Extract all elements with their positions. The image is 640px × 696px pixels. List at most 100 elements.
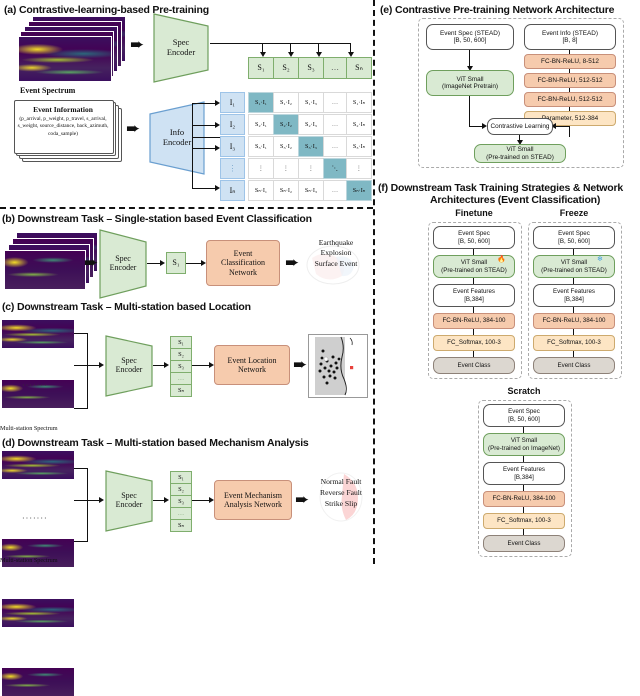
matrix-cell-label: S₁·I₁: [255, 98, 267, 106]
line-d-3: [192, 500, 210, 502]
arrowhead-d-3: [209, 496, 214, 503]
arrow-spectrum-to-spec-encoder: ➨: [130, 35, 145, 55]
event-info-stead-l1: Event Info (STEAD): [541, 29, 599, 37]
vit-imagenet-l2: (ImageNet Pretrain): [441, 83, 499, 90]
matrix-cell: …: [323, 136, 347, 157]
info-encoder-a: Info Encoder: [148, 100, 206, 176]
scratch-line-5: [523, 529, 525, 535]
scratch-event-class: Event Class: [483, 535, 565, 552]
info-encoder-a-l2: Encoder: [162, 137, 192, 147]
scratch-vit-small: ViT Small (Pre-trained on ImageNet): [483, 433, 565, 456]
panel-c-spec-3: [2, 451, 74, 479]
arrowhead-c-3: [209, 361, 214, 368]
arrow-d-to-output: ➨: [295, 490, 310, 510]
finetune-line-1: [473, 249, 475, 255]
s-token-d-label: S₁: [178, 473, 184, 481]
matrix-cell: …: [323, 180, 347, 201]
matrix-cell-label: S₃·I₃: [305, 142, 317, 150]
arrow-b-spec-to-encoder: ➨: [84, 253, 99, 273]
info-encoder-a-l1: Info: [169, 127, 185, 138]
s-token-label: S₁: [257, 63, 265, 73]
scratch-class-label: Event Class: [507, 539, 541, 547]
d-bracket-mid: [74, 500, 88, 502]
matrix-cell: ⋮: [273, 158, 299, 179]
line-info-bus-stub: [192, 136, 206, 138]
parameter-block-label: Parameter, 512-384: [541, 114, 599, 122]
spec-encoder-a-l2: Encoder: [166, 47, 196, 57]
panel-b-output-group: Earthquake Explosion Surface Event: [298, 236, 374, 288]
finetune-line-5: [473, 351, 475, 357]
finetune-feat-l1: Event Features: [453, 288, 495, 296]
s-token-d: …: [170, 507, 192, 520]
panel-a-title: (a) Contrastive-learning-based Pre-train…: [4, 4, 209, 16]
d-bracket-vert: [87, 468, 89, 542]
output-surface-event: Surface Event: [314, 258, 358, 268]
branch-i2: [192, 125, 216, 127]
matrix-cell-label: S₃·I₁: [255, 142, 267, 150]
scratch-feat-l2: [B,384]: [514, 473, 534, 481]
line-d-2: [153, 500, 165, 502]
matrix-cell: Sₙ·I₂: [273, 180, 299, 201]
scratch-line-2: [523, 456, 525, 462]
i-token-column: I₁ I₂ I₃ ⋮ Iₙ: [220, 92, 245, 201]
scratch-event-spec-l1: Event Spec: [508, 408, 540, 416]
s-token-d: Sₙ: [170, 519, 192, 532]
freeze-container: [528, 222, 622, 379]
matrix-cell-label: ⋮: [282, 164, 290, 172]
fc-bn-relu-2: FC-BN-ReLU, 512-512: [524, 73, 616, 88]
matrix-cell-label: ⋱: [331, 164, 339, 172]
line-info-out: [204, 137, 226, 139]
matrix-cell: S₁·I₃: [298, 92, 324, 113]
event-location-network: Event Location Network: [214, 345, 290, 385]
arrowhead-d-1: [99, 496, 104, 503]
tick-s2: [290, 43, 292, 54]
event-location-network-l2: Network: [238, 365, 266, 374]
arrowhead-e-cl-down: [516, 140, 523, 145]
line-s-fan: [262, 43, 350, 45]
arrowhead-c-2: [164, 361, 169, 368]
vit-pretrained-l2: (Pre-trained on STEAD): [486, 153, 554, 161]
vit-pretrained-stead-box: ViT Small (Pre-trained on STEAD): [474, 144, 566, 163]
line-info-bus: [192, 103, 194, 189]
matrix-cell-label: S₁·Iₙ: [352, 98, 366, 106]
c-bracket-top: [74, 333, 88, 335]
d-bracket-bot: [74, 541, 88, 543]
event-spectrum-caption: Event Spectrum: [20, 86, 76, 95]
matrix-cell: S₃·I₁: [248, 136, 274, 157]
token-s1-b: S₁: [166, 252, 186, 274]
panel-f-title-l2: Architectures (Event Classification): [430, 194, 601, 206]
s-token-d-label: Sₙ: [177, 521, 185, 529]
freeze-feat-l2: [B,384]: [564, 295, 584, 303]
arrowhead-c-1: [99, 361, 104, 368]
panel-c-ellipsis: ·······: [22, 381, 48, 390]
freeze-event-class: Event Class: [533, 357, 615, 374]
line-e-info-4: [569, 107, 571, 111]
freeze-vit-l1: ViT Small: [560, 259, 588, 267]
panel-d-ellipsis: ·······: [22, 514, 48, 523]
vit-imagenet-box: ViT Small (ImageNet Pretrain): [426, 70, 514, 96]
output-reverse-fault: Reverse Fault: [320, 488, 362, 497]
scratch-fc-bn-relu: FC-BN-ReLU, 384-100: [483, 491, 565, 507]
scratch-line-3: [523, 485, 525, 491]
arrowhead-e-spec: [466, 66, 473, 71]
finetune-vit-l2: (Pre-trained on STEAD): [441, 266, 507, 274]
arrowhead-sn: [347, 52, 354, 57]
s-token-d-label: S₂: [178, 485, 184, 493]
finetune-fc-softmax: FC_Softmax, 100-3: [433, 335, 515, 351]
c-bracket-mid: [74, 365, 88, 367]
s-token: S₃: [298, 57, 324, 79]
s-token: S₁: [248, 57, 274, 79]
matrix-cell: S₃·Iₙ: [346, 136, 372, 157]
scratch-softmax-label: FC_Softmax, 100-3: [497, 517, 551, 525]
spec-encoder-c-l2: Encoder: [115, 365, 143, 374]
matrix-cell: S₂·I₂: [273, 114, 299, 135]
event-spec-stead-l1: Event Spec (STEAD): [439, 29, 501, 37]
i-token-label: I₂: [229, 119, 236, 129]
finetune-title: Finetune: [455, 208, 493, 218]
panel-e-title: (e) Contrastive Pre-training Network Arc…: [380, 4, 615, 16]
matrix-cell: S₂·Iₙ: [346, 114, 372, 135]
matrix-cell: S₁·Iₙ: [346, 92, 372, 113]
panel-c-caption: Multi-station Spectrum: [0, 425, 58, 432]
scratch-vit-l1: ViT Small: [510, 437, 538, 445]
spec-encoder-b-l1: Spec: [115, 254, 131, 264]
